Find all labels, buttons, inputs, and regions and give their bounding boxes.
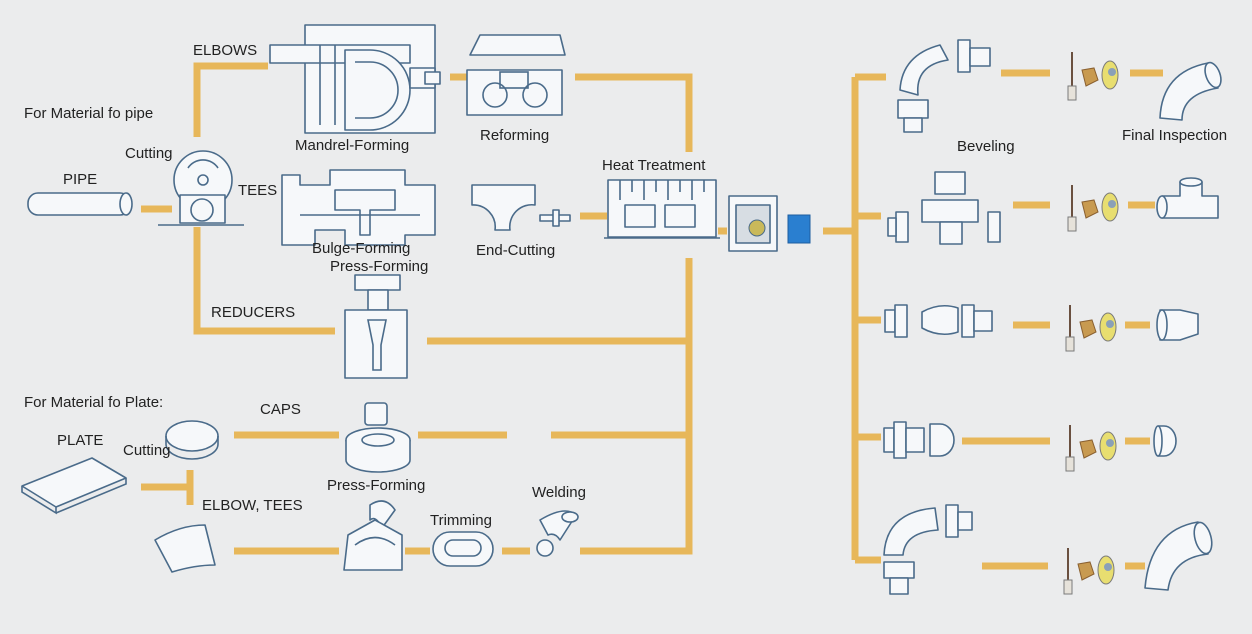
reforming-label: Reforming — [480, 127, 550, 144]
inspection-tools-icon — [1065, 305, 1117, 352]
disc-blank-icon — [165, 420, 219, 460]
flow-line — [580, 258, 693, 555]
bulge-forming-machine-icon — [281, 169, 436, 246]
plate-label: PLATE — [57, 432, 104, 449]
reforming-machine-icon — [466, 34, 566, 116]
end-cutting-machine-icon — [471, 184, 571, 231]
beveling-machine-icon — [884, 304, 993, 338]
inspection-tools-icon — [1063, 548, 1115, 595]
finished-reducer-icon — [1156, 309, 1199, 341]
tees-label: TEES — [238, 182, 278, 199]
heat-treatment-label: Heat Treatment — [602, 157, 706, 174]
elbow-tees-label: ELBOW, TEES — [202, 497, 303, 514]
cutting-pipe-label: Cutting — [125, 145, 173, 162]
flow-line — [193, 62, 268, 137]
caps-label: CAPS — [260, 401, 301, 418]
flow-line — [193, 227, 335, 335]
press-forming-machine-icon — [343, 500, 403, 571]
press-forming-bottom-label: Press-Forming — [327, 477, 426, 494]
pipe-icon — [27, 192, 133, 216]
reducer-press-icon — [344, 274, 408, 379]
inspection-tools-icon — [1067, 52, 1119, 101]
press-forming-top-label: Press-Forming — [330, 258, 429, 275]
reducers-label: REDUCERS — [211, 304, 296, 321]
bulge-forming-label: Bulge-Forming — [312, 240, 411, 257]
inspection-tools-icon — [1065, 425, 1117, 472]
mandrel-forming-label: Mandrel-Forming — [295, 137, 410, 154]
trimming-label: Trimming — [430, 512, 492, 529]
beveling-machine-icon — [887, 171, 1001, 245]
pipe-label: PIPE — [63, 171, 98, 188]
mandrel-forming-machine-icon — [269, 24, 441, 134]
material-plate-label: For Material fo Plate: — [24, 394, 164, 411]
plate-icon — [21, 457, 127, 515]
beveling-machine-icon — [883, 421, 955, 459]
trimming-ring-icon — [432, 531, 494, 567]
finished-cap-icon — [1153, 425, 1177, 457]
curved-plate-icon — [154, 524, 216, 573]
finished-elbow-icon — [1159, 61, 1222, 121]
inspection-station-icon — [728, 195, 811, 252]
heat-treatment-furnace-icon — [604, 179, 720, 239]
flow-line — [575, 73, 693, 152]
beveling-machine-icon — [897, 39, 991, 133]
cutting-machine-icon — [158, 150, 244, 226]
cap-press-icon — [345, 402, 411, 473]
inspection-tools-icon — [1067, 185, 1119, 232]
cutting-plate-label: Cutting — [123, 442, 171, 459]
finished-long-elbow-icon — [1144, 521, 1213, 591]
finished-tee-icon — [1156, 177, 1219, 219]
end-cutting-label: End-Cutting — [476, 242, 556, 259]
beveling-machine-icon — [883, 504, 973, 595]
welding-label: Welding — [532, 484, 586, 501]
beveling-label: Beveling — [957, 138, 1015, 155]
welding-elbow-icon — [536, 510, 579, 557]
elbows-label: ELBOWS — [193, 42, 258, 59]
material-pipe-label: For Material fo pipe — [24, 105, 154, 122]
final-inspection-label: Final Inspection — [1122, 127, 1228, 144]
